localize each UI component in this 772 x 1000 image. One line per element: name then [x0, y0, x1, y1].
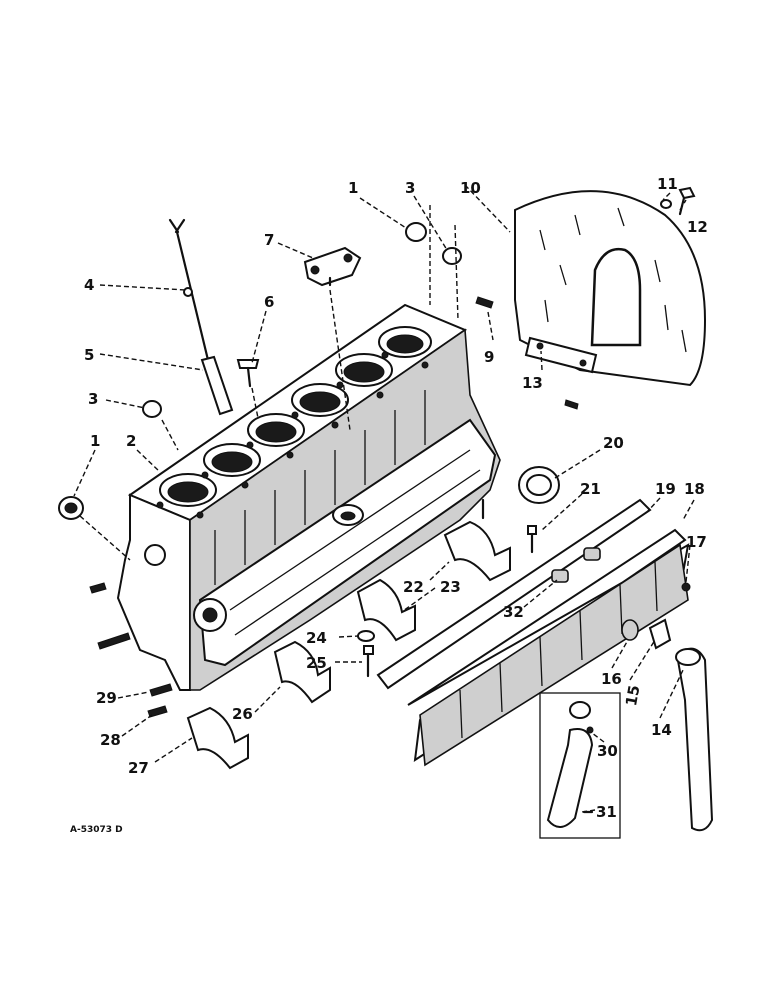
callout-16: 16 [601, 670, 622, 688]
leader-lines [73, 184, 695, 813]
callout-6: 6 [264, 293, 274, 311]
stud-mid-left [97, 632, 131, 650]
callout-3b: 3 [88, 390, 98, 408]
callout-32: 32 [503, 603, 524, 621]
callout-13: 13 [522, 374, 543, 392]
clamp-30 [569, 701, 594, 734]
gasket-15 [648, 618, 672, 650]
callout-2: 2 [126, 432, 136, 450]
drain-plug [681, 582, 691, 592]
pan-gasket [376, 498, 652, 690]
plug-top [442, 247, 462, 265]
drawing-code: A-53073 D [70, 825, 123, 835]
flywheel-plate [514, 190, 707, 387]
callout-22: 22 [403, 578, 424, 596]
washer-11 [660, 199, 672, 209]
callout-26: 26 [232, 705, 253, 723]
callout-30: 30 [597, 742, 618, 760]
seal-ring [518, 466, 560, 504]
seal-16 [621, 619, 639, 641]
callout-5: 5 [84, 346, 94, 364]
seal-32b [583, 547, 601, 561]
callout-21: 21 [580, 480, 601, 498]
callout-27: 27 [128, 759, 149, 777]
callout-1: 1 [348, 179, 358, 197]
callout-12: 12 [687, 218, 708, 236]
plug-left [142, 400, 162, 418]
breather-tube-31 [546, 728, 594, 828]
washer-24 [357, 630, 375, 642]
oil-pan [407, 528, 690, 767]
bolt-12 [678, 186, 696, 216]
expansion-plug-top [405, 222, 427, 242]
seal-32a [551, 569, 569, 583]
callout-25: 25 [306, 654, 327, 672]
cover-plate [303, 246, 362, 287]
expansion-plug-left [58, 496, 84, 520]
callout-23: 23 [440, 578, 461, 596]
side-ribs [214, 390, 481, 636]
callout-7: 7 [264, 231, 274, 249]
callout-15: 15 [622, 684, 643, 708]
bolt-21 [527, 525, 537, 554]
callout-9: 9 [484, 348, 494, 366]
inset-box [539, 692, 621, 839]
fitting [236, 359, 260, 388]
callout-18: 18 [684, 480, 705, 498]
bearing-cap-26 [273, 640, 331, 704]
callout-20: 20 [603, 434, 624, 452]
cylinder-block [116, 303, 501, 691]
callout-29: 29 [96, 689, 117, 707]
gauge-tube [200, 355, 234, 416]
callout-10: 10 [460, 179, 481, 197]
callout-3: 3 [405, 179, 415, 197]
bearing-cap-22 [443, 520, 511, 582]
bolt-holes [156, 351, 429, 519]
strip-13 [524, 336, 598, 374]
callout-4: 4 [84, 276, 94, 294]
callout-17: 17 [686, 533, 707, 551]
bearing-cap-27 [186, 706, 249, 770]
callout-31: 31 [596, 803, 617, 821]
bolt-25 [363, 645, 374, 678]
cylinder-bores [159, 326, 432, 507]
callout-1b: 1 [90, 432, 100, 450]
filler-tube-14 [675, 647, 714, 832]
callout-14: 14 [651, 721, 672, 739]
dowel-9 [475, 296, 494, 309]
callout-11: 11 [657, 175, 678, 193]
stud-lower-left [89, 582, 107, 594]
dowel-29 [149, 683, 173, 697]
oil-level-gauge [168, 218, 210, 362]
dowel-28 [147, 705, 168, 718]
bearing-cap-23 [356, 578, 416, 642]
callout-28: 28 [100, 731, 121, 749]
callouts: 1 1 2 3 3 4 5 6 7 8 9 10 11 12 13 14 15 … [84, 175, 708, 821]
callout-19: 19 [655, 480, 676, 498]
stud-upper [564, 399, 579, 410]
callout-24: 24 [306, 629, 327, 647]
